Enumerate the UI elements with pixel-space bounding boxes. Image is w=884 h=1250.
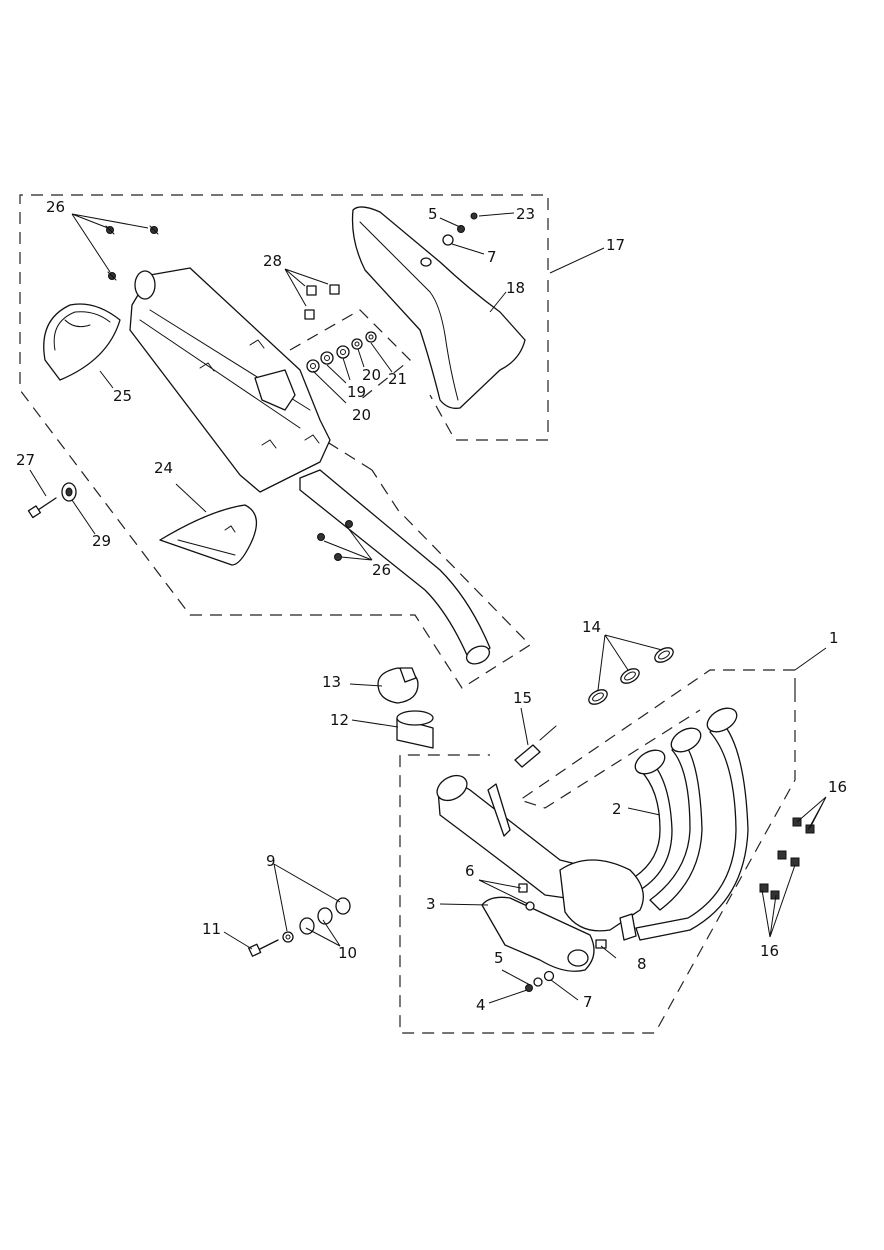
callout-27: 27 bbox=[16, 451, 35, 469]
fastener-group-26-top bbox=[105, 225, 159, 281]
callout-23: 23 bbox=[516, 205, 535, 223]
mounting-hardware-9-11 bbox=[248, 897, 351, 957]
pre-silencer-3 bbox=[481, 896, 595, 972]
fastener-group-5-7-23-top bbox=[442, 212, 478, 246]
callout-24: 24 bbox=[154, 459, 173, 477]
callout-6: 6 bbox=[465, 862, 475, 880]
leader-lines bbox=[29, 212, 827, 1004]
callout-16-bottom: 16 bbox=[760, 942, 779, 960]
callout-20-lower: 20 bbox=[352, 406, 371, 424]
group-outline-downpipe-assembly bbox=[399, 669, 796, 1034]
callout-16-top: 16 bbox=[828, 778, 847, 796]
callout-labels: 26 25 28 5 23 7 17 18 20 19 21 20 24 27 … bbox=[16, 198, 847, 1014]
bolt-27 bbox=[27, 497, 57, 519]
fastener-group-5-7-4-bottom bbox=[525, 970, 555, 992]
callout-8: 8 bbox=[637, 955, 647, 973]
callout-18: 18 bbox=[506, 279, 525, 297]
callout-3: 3 bbox=[426, 895, 436, 913]
sleeve-12 bbox=[396, 710, 434, 749]
silencer-body bbox=[129, 267, 331, 493]
callout-21: 21 bbox=[388, 370, 407, 388]
callout-19: 19 bbox=[347, 383, 366, 401]
callout-28: 28 bbox=[263, 252, 282, 270]
callout-4: 4 bbox=[476, 996, 486, 1014]
end-cap-25 bbox=[43, 303, 121, 381]
fastener-group-19-21 bbox=[306, 331, 377, 373]
bracket-8 bbox=[595, 939, 607, 949]
callout-14: 14 bbox=[582, 618, 601, 636]
callout-17: 17 bbox=[606, 236, 625, 254]
callout-29: 29 bbox=[92, 532, 111, 550]
group-outline-heat-shield bbox=[429, 280, 549, 441]
callout-5-top: 5 bbox=[428, 205, 438, 223]
header-pipes-2 bbox=[629, 707, 749, 941]
callout-9: 9 bbox=[266, 852, 276, 870]
fastener-group-26-lower bbox=[317, 520, 353, 561]
callout-11: 11 bbox=[202, 920, 221, 938]
callout-1: 1 bbox=[829, 629, 839, 647]
sensor-15 bbox=[514, 725, 557, 768]
callout-10: 10 bbox=[338, 944, 357, 962]
grommet-29 bbox=[61, 482, 77, 502]
callout-20-right: 20 bbox=[362, 366, 381, 384]
heat-shield-18 bbox=[351, 206, 526, 409]
callout-7-top: 7 bbox=[487, 248, 497, 266]
callout-15: 15 bbox=[513, 689, 532, 707]
lower-cover-24 bbox=[159, 504, 257, 566]
link-pipe bbox=[299, 469, 491, 665]
clamp-13 bbox=[377, 667, 419, 704]
callout-7-bottom: 7 bbox=[583, 993, 593, 1011]
collector-pipe bbox=[436, 774, 644, 941]
callout-5-bottom: 5 bbox=[494, 949, 504, 967]
callout-12: 12 bbox=[330, 711, 349, 729]
callout-26-lower: 26 bbox=[372, 561, 391, 579]
callout-25: 25 bbox=[113, 387, 132, 405]
callout-13: 13 bbox=[322, 673, 341, 691]
gaskets-14 bbox=[588, 647, 674, 705]
group-outline-fasteners-19-21 bbox=[289, 309, 411, 401]
callout-26-top: 26 bbox=[46, 198, 65, 216]
fastener-group-28 bbox=[304, 284, 340, 320]
callout-2: 2 bbox=[612, 800, 622, 818]
